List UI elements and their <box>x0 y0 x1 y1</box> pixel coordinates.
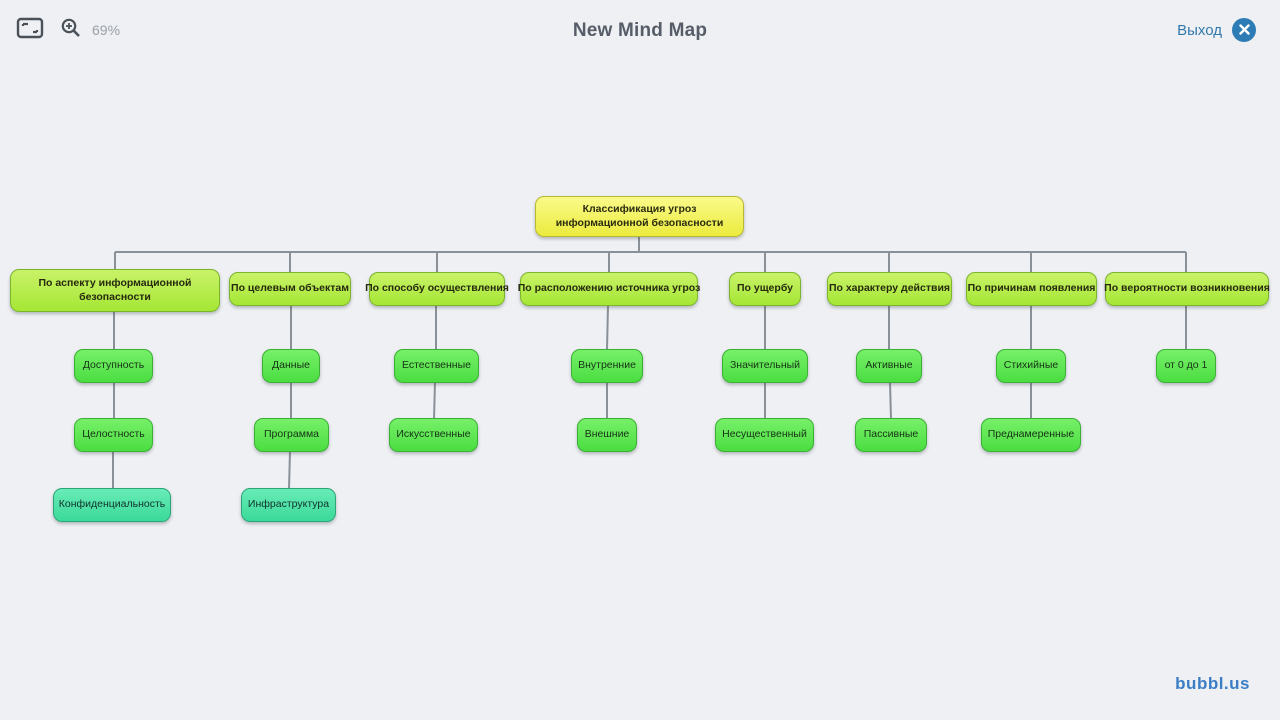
bubblus-logo: bubbl.us <box>1175 674 1250 693</box>
zoom-button[interactable] <box>58 15 84 44</box>
page-title: New Mind Map <box>572 20 708 41</box>
node-branch-method[interactable]: По способу осуществления <box>365 272 509 306</box>
node-child-significant[interactable]: Значительный <box>722 349 808 383</box>
zoom-level-value: 69% <box>92 21 121 38</box>
node-child-artificial[interactable]: Искусственные <box>389 418 478 452</box>
node-child-0-to-1[interactable]: от 0 до 1 <box>1156 349 1216 383</box>
node-child-natural[interactable]: Естественные <box>394 349 479 383</box>
node-child-integrity[interactable]: Целостность <box>74 418 153 452</box>
node-branch-probability[interactable]: По вероятности возникновения <box>1104 272 1270 306</box>
top-bar: 69% New Mind Map Выход <box>0 0 1280 62</box>
node-branch-action-character[interactable]: По характеру действия <box>827 272 952 306</box>
node-branch-causes[interactable]: По причинам появления <box>966 272 1097 306</box>
fit-screen-icon <box>16 16 44 43</box>
fit-screen-button[interactable] <box>14 14 46 45</box>
node-branch-damage[interactable]: По ущербу <box>729 272 801 306</box>
node-child-insignificant[interactable]: Несущественный <box>715 418 814 452</box>
node-child-active[interactable]: Активные <box>856 349 922 383</box>
node-branch-source-location[interactable]: По расположению источника угроз <box>518 272 700 306</box>
node-child-data[interactable]: Данные <box>262 349 320 383</box>
exit-link[interactable]: Выход <box>1177 21 1222 39</box>
node-child-intentional[interactable]: Преднамеренные <box>981 418 1081 452</box>
node-child-program[interactable]: Программа <box>254 418 329 452</box>
node-child-availability[interactable]: Доступность <box>74 349 153 383</box>
node-child-external[interactable]: Внешние <box>577 418 637 452</box>
zoom-in-magnifier-icon <box>60 17 82 42</box>
node-child-spontaneous[interactable]: Стихийные <box>996 349 1066 383</box>
node-child-internal[interactable]: Внутренние <box>571 349 643 383</box>
node-branch-aspect[interactable]: По аспекту информационной безопасности <box>10 269 220 312</box>
node-root[interactable]: Классификация угроз информационной безоп… <box>535 196 744 237</box>
exit-close-button[interactable] <box>1232 18 1256 42</box>
node-grandchild-infrastructure[interactable]: Инфраструктура <box>241 488 336 522</box>
node-branch-target-objects[interactable]: По целевым объектам <box>229 272 351 306</box>
node-grandchild-confidentiality[interactable]: Конфиденциальность <box>53 488 171 522</box>
node-child-passive[interactable]: Пассивные <box>855 418 927 452</box>
close-x-icon <box>1238 23 1250 38</box>
